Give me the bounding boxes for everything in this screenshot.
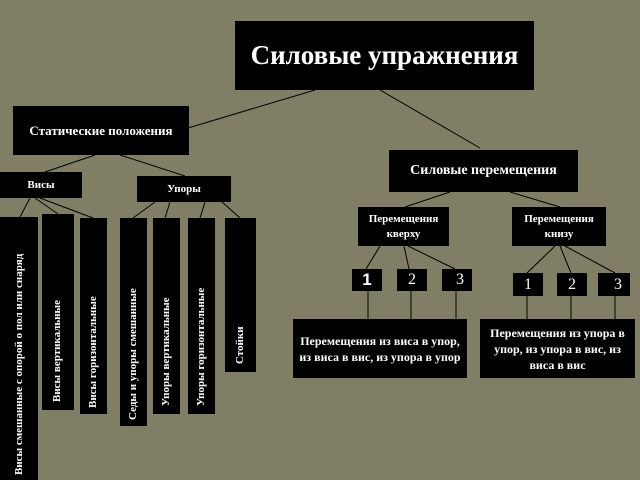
down-step-1: 1 bbox=[513, 273, 543, 296]
column-hangs-mixed: Висы смешанные с опорой о пол или снаряд bbox=[0, 217, 38, 480]
column-handstands: Стойки bbox=[225, 218, 256, 372]
up-step-3: 3 bbox=[442, 269, 472, 291]
moves-up-box: Перемещения кверху bbox=[358, 207, 449, 246]
column-hangs-mixed-label: Висы смешанные с опорой о пол или снаряд bbox=[13, 253, 25, 475]
column-handstands-label: Стойки bbox=[234, 326, 246, 364]
column-supports-vertical-label: Упоры вертикальные bbox=[160, 297, 172, 406]
column-hangs-horizontal: Висы горизонтальные bbox=[80, 218, 107, 414]
column-supports-horizontal-label: Упоры горизонтальные bbox=[195, 287, 207, 406]
supports-box: Упоры bbox=[137, 176, 231, 202]
up-step-2: 2 bbox=[397, 269, 427, 291]
moves-down-description: Перемещения из упора в упор, из упора в … bbox=[480, 319, 635, 378]
column-seats-supports-mixed: Седы и упоры смешанные bbox=[120, 218, 147, 426]
static-positions-box: Статические положения bbox=[13, 106, 189, 155]
column-hangs-horizontal-label: Висы горизонтальные bbox=[87, 296, 99, 408]
column-hangs-vertical: Висы вертикальные bbox=[42, 214, 74, 410]
column-supports-vertical: Упоры вертикальные bbox=[153, 218, 180, 414]
column-supports-horizontal: Упоры горизонтальные bbox=[188, 218, 215, 414]
moves-up-description: Перемещения из виса в упор, из виса в ви… bbox=[293, 319, 467, 378]
power-movements-box: Силовые перемещения bbox=[389, 150, 578, 192]
moves-down-box: Перемещения книзу bbox=[512, 207, 606, 246]
column-hangs-vertical-label: Висы вертикальные bbox=[51, 300, 63, 402]
hangs-box: Висы bbox=[0, 172, 82, 198]
page-title: Силовые упражнения bbox=[235, 21, 534, 90]
down-step-2: 2 bbox=[557, 273, 587, 296]
down-step-3: 3 bbox=[598, 273, 630, 296]
column-seats-supports-mixed-label: Седы и упоры смешанные bbox=[127, 288, 139, 420]
up-step-1: 1 bbox=[352, 269, 382, 291]
